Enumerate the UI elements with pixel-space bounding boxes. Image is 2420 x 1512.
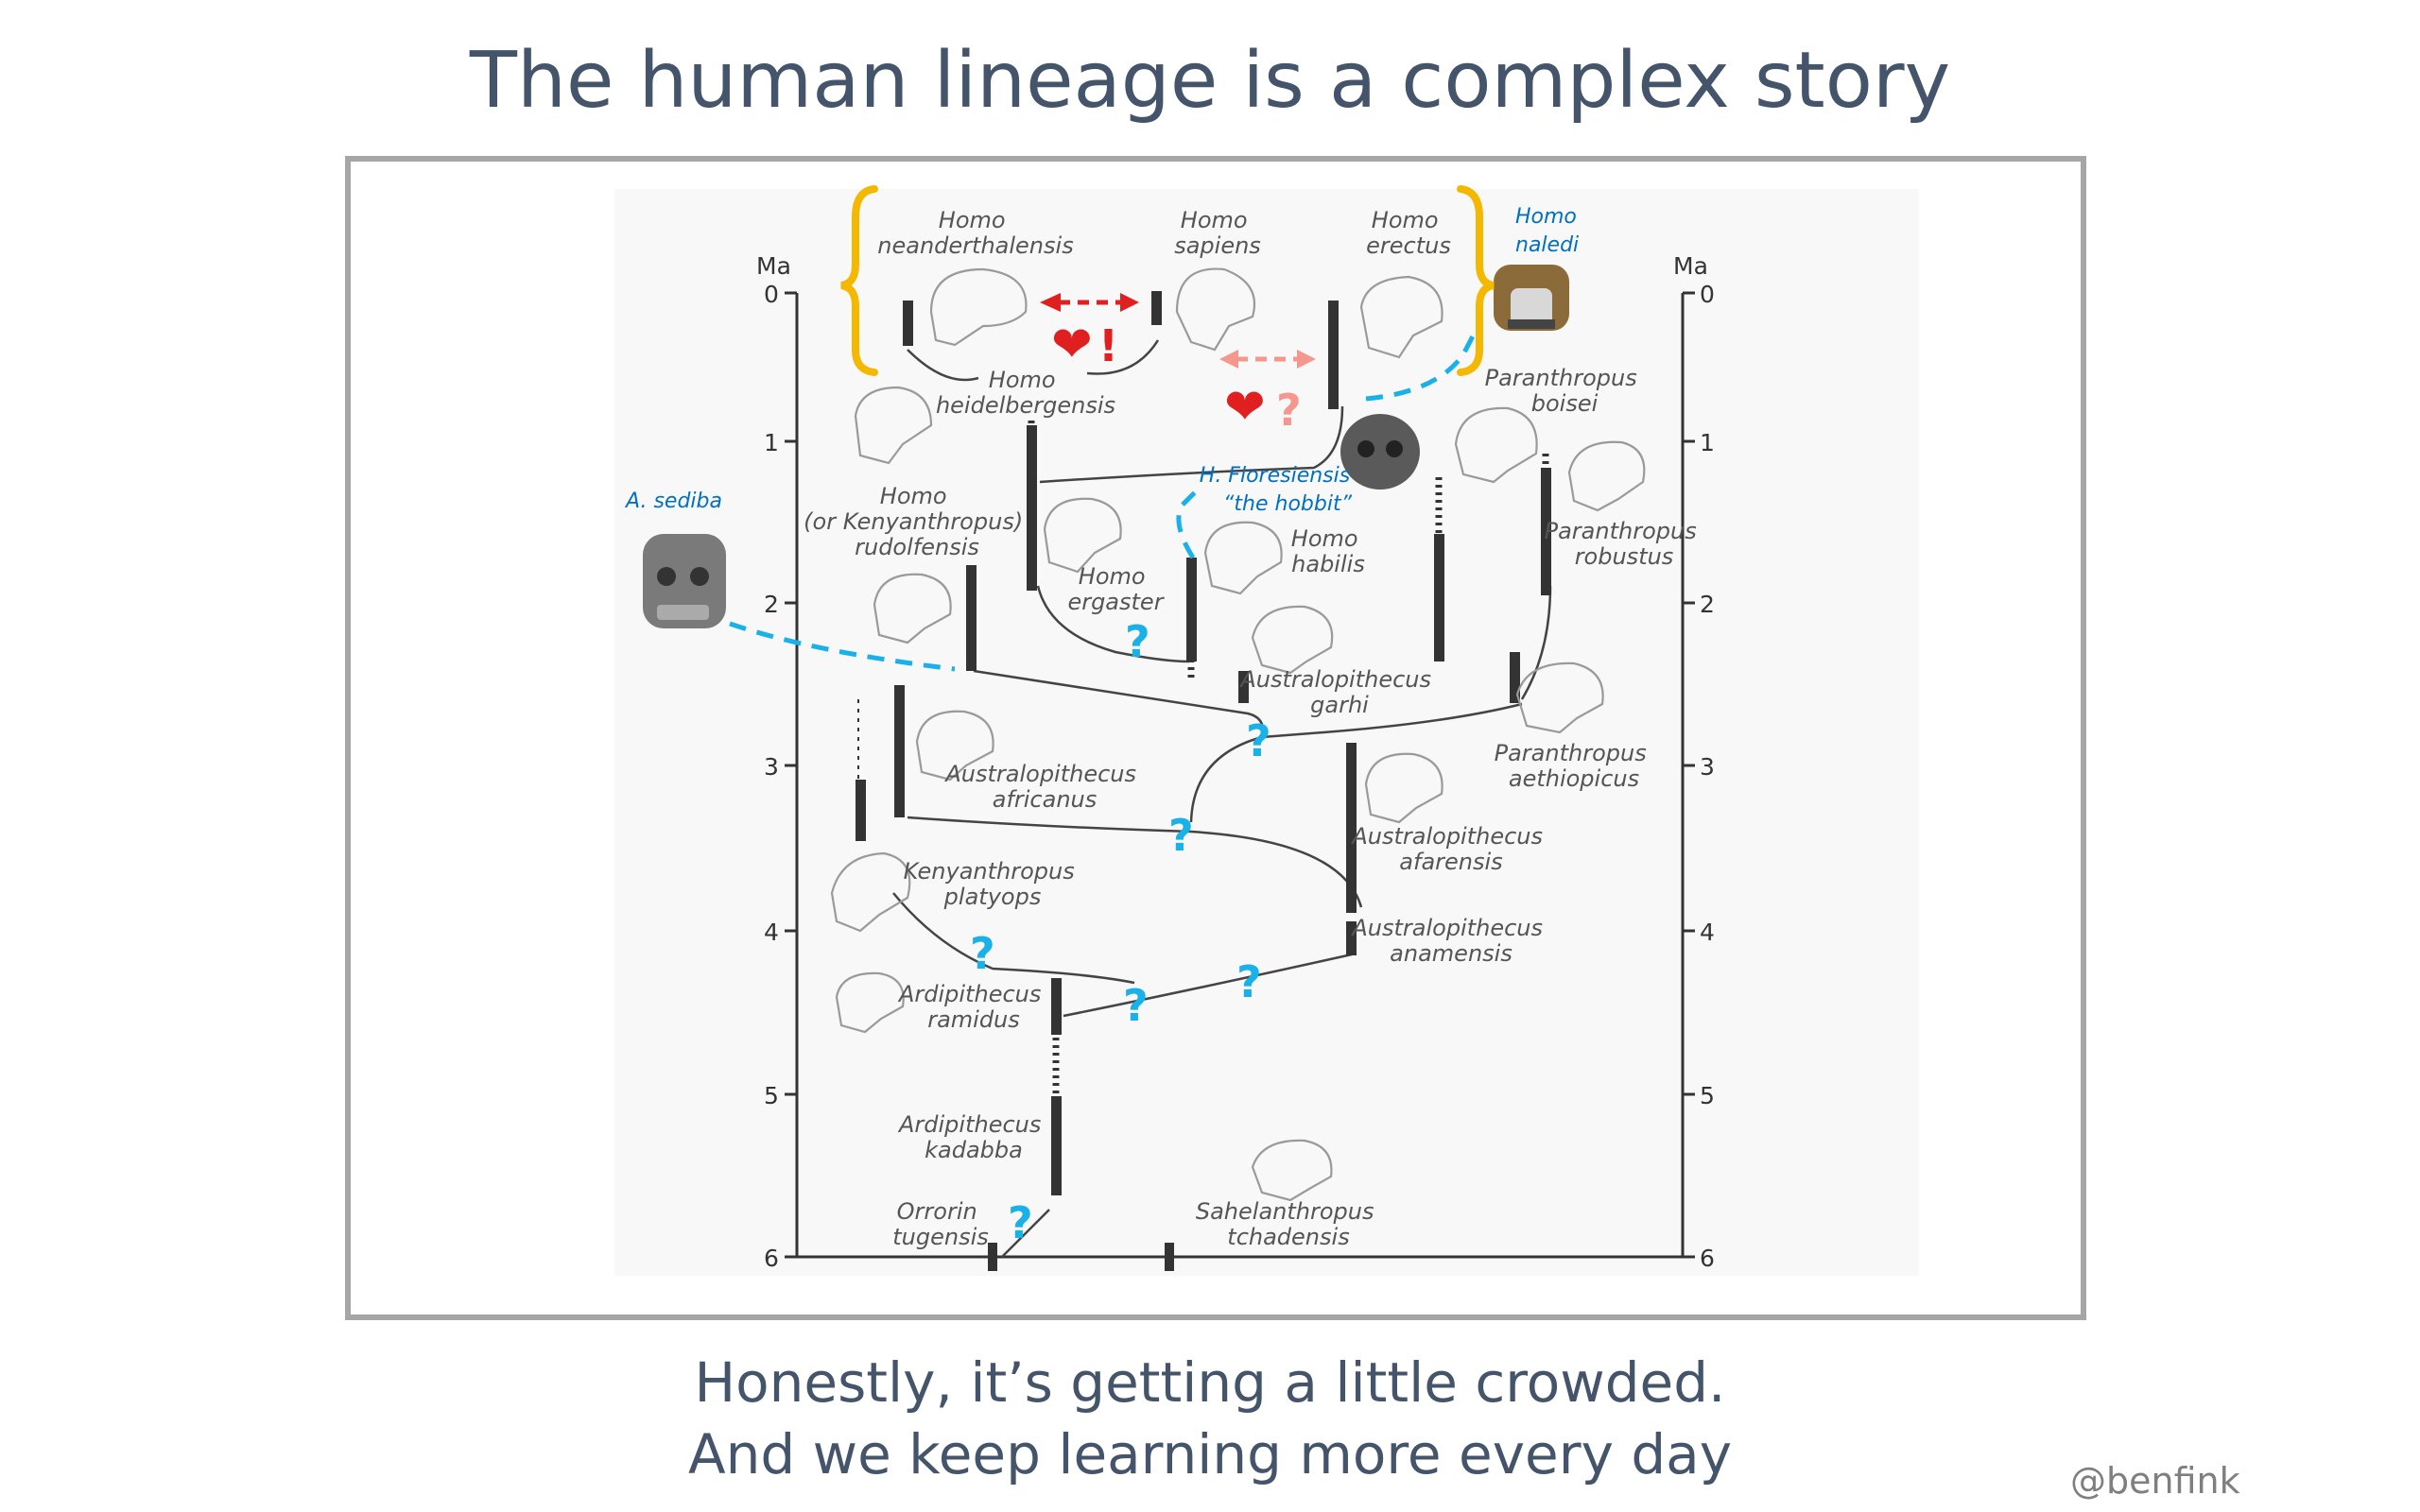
rudolfensis-skull-icon xyxy=(873,573,952,644)
sediba-photo xyxy=(643,534,726,628)
habilis-skull-icon xyxy=(1203,521,1283,595)
dashed-blue-links xyxy=(729,327,1479,672)
ergaster-skull-icon xyxy=(1043,497,1122,574)
tick-label: 6 xyxy=(1700,1245,1715,1272)
naledi-photo xyxy=(1494,265,1569,331)
caption-line-1: Honestly, it’s getting a little crowded. xyxy=(694,1350,1726,1415)
label-platyops: Kenyanthropus platyops xyxy=(904,858,1082,910)
left-axis-unit: Ma xyxy=(756,252,791,280)
neanderthal-sapiens-arrow xyxy=(1040,293,1139,312)
floresiensis-photo xyxy=(1340,414,1420,490)
skull-sketches xyxy=(830,267,1646,1202)
question-mark: ? xyxy=(1123,980,1149,1031)
sapiens-erectus-arrow xyxy=(1219,350,1316,369)
uncertainty-marks: ? ? ? ? ? ? ? xyxy=(970,616,1271,1248)
robustus-skull-icon xyxy=(1567,440,1646,512)
heart-icon: ❤ xyxy=(1224,379,1266,436)
aethiopicus-skull-icon xyxy=(1515,662,1604,734)
label-kadabba: Ardipithecus kadabba xyxy=(897,1111,1048,1163)
label-sapiens: Homo sapiens xyxy=(1174,207,1261,259)
slide-title: The human lineage is a complex story xyxy=(469,36,1951,126)
species-labels: Homo neanderthalensis Homo sapiens Homo … xyxy=(624,205,1704,1250)
label-habilis: Homo habilis xyxy=(1291,525,1365,577)
label-erectus: Homo erectus xyxy=(1366,207,1451,259)
label-aethiopicus: Paranthropus aethiopicus xyxy=(1495,740,1654,792)
label-floresiensis: H. Floresiensis “the hobbit” xyxy=(1200,464,1357,516)
tick-label: 1 xyxy=(764,429,779,456)
modern-humans-brackets xyxy=(840,185,1495,376)
label-rudolfensis: Homo (or Kenyanthropus) rudolfensis xyxy=(804,483,1030,560)
label-boisei: Paranthropus boisei xyxy=(1485,365,1645,417)
boisei-skull-icon xyxy=(1454,406,1538,484)
label-robustus: Paranthropus robustus xyxy=(1545,518,1704,570)
label-tchadensis: Sahelanthropus tchadensis xyxy=(1196,1198,1381,1250)
tree-branches xyxy=(892,339,1552,1258)
label-neanderthalensis: Homo neanderthalensis xyxy=(877,207,1073,259)
garhi-skull-icon xyxy=(1251,605,1334,675)
question-mark: ? xyxy=(1246,715,1271,766)
author-handle: @benfink xyxy=(2070,1460,2240,1502)
tick-label: 1 xyxy=(1700,429,1715,456)
caption-line-2: And we keep learning more every day xyxy=(687,1422,1733,1486)
tick-label: 2 xyxy=(764,591,779,618)
label-heidelbergensis: Homo heidelbergensis xyxy=(936,367,1115,419)
slide-caption: Honestly, it’s getting a little crowded.… xyxy=(0,1347,2420,1490)
question-mark: ? xyxy=(1236,956,1262,1007)
tick-label: 0 xyxy=(1700,281,1715,308)
heart-icon: ❤ xyxy=(1051,317,1093,373)
question-mark: ? xyxy=(970,928,995,979)
sapiens-skull-icon xyxy=(1175,267,1256,352)
ramidus-skull-icon xyxy=(835,971,905,1034)
label-garhi: Australopithecus garhi xyxy=(1238,666,1438,718)
africanus-skull-icon xyxy=(915,710,994,782)
label-afarensis: Australopithecus afarensis xyxy=(1350,823,1549,875)
right-axis-ticks: 0 1 2 3 4 5 6 xyxy=(1700,281,1715,1272)
exclamation-mark: ! xyxy=(1098,320,1118,371)
label-anamensis: Australopithecus anamensis xyxy=(1350,915,1549,967)
label-ergaster: Homo ergaster xyxy=(1067,563,1165,615)
left-axis xyxy=(785,291,1683,1259)
question-mark: ? xyxy=(1168,810,1194,861)
uncertain-range-dashes xyxy=(895,421,1549,1096)
label-naledi: Homo naledi xyxy=(1515,205,1583,257)
tick-label: 5 xyxy=(764,1082,779,1109)
neanderthalensis-skull-icon xyxy=(929,267,1028,347)
tick-label: 2 xyxy=(1700,591,1715,618)
platyops-skull-icon xyxy=(830,851,911,933)
left-axis-ticks: 0 1 2 3 4 5 6 xyxy=(764,281,779,1272)
tick-label: 3 xyxy=(764,753,779,781)
range-bars xyxy=(856,291,1551,1271)
right-axis-unit: Ma xyxy=(1673,252,1708,280)
question-mark: ? xyxy=(1008,1197,1033,1248)
tick-label: 4 xyxy=(1700,919,1715,946)
tick-label: 3 xyxy=(1700,753,1715,781)
tick-label: 0 xyxy=(764,281,779,308)
right-axis xyxy=(1681,291,1695,1259)
label-africanus: Australopithecus africanus xyxy=(943,761,1143,813)
label-sediba: A. sediba xyxy=(624,490,722,513)
tick-label: 6 xyxy=(764,1245,779,1272)
question-mark: ? xyxy=(1125,616,1150,667)
heidelbergensis-skull-icon xyxy=(854,386,933,465)
tchadensis-skull-icon xyxy=(1251,1139,1333,1202)
afarensis-skull-icon xyxy=(1364,752,1443,824)
label-ramidus: Ardipithecus ramidus xyxy=(897,981,1048,1033)
erectus-skull-icon xyxy=(1359,275,1443,359)
figure-background xyxy=(614,189,1919,1276)
tick-label: 5 xyxy=(1700,1082,1715,1109)
label-tugensis: Orrorin tugensis xyxy=(892,1198,989,1250)
question-mark-pink: ? xyxy=(1276,385,1302,436)
tick-label: 4 xyxy=(764,919,779,946)
